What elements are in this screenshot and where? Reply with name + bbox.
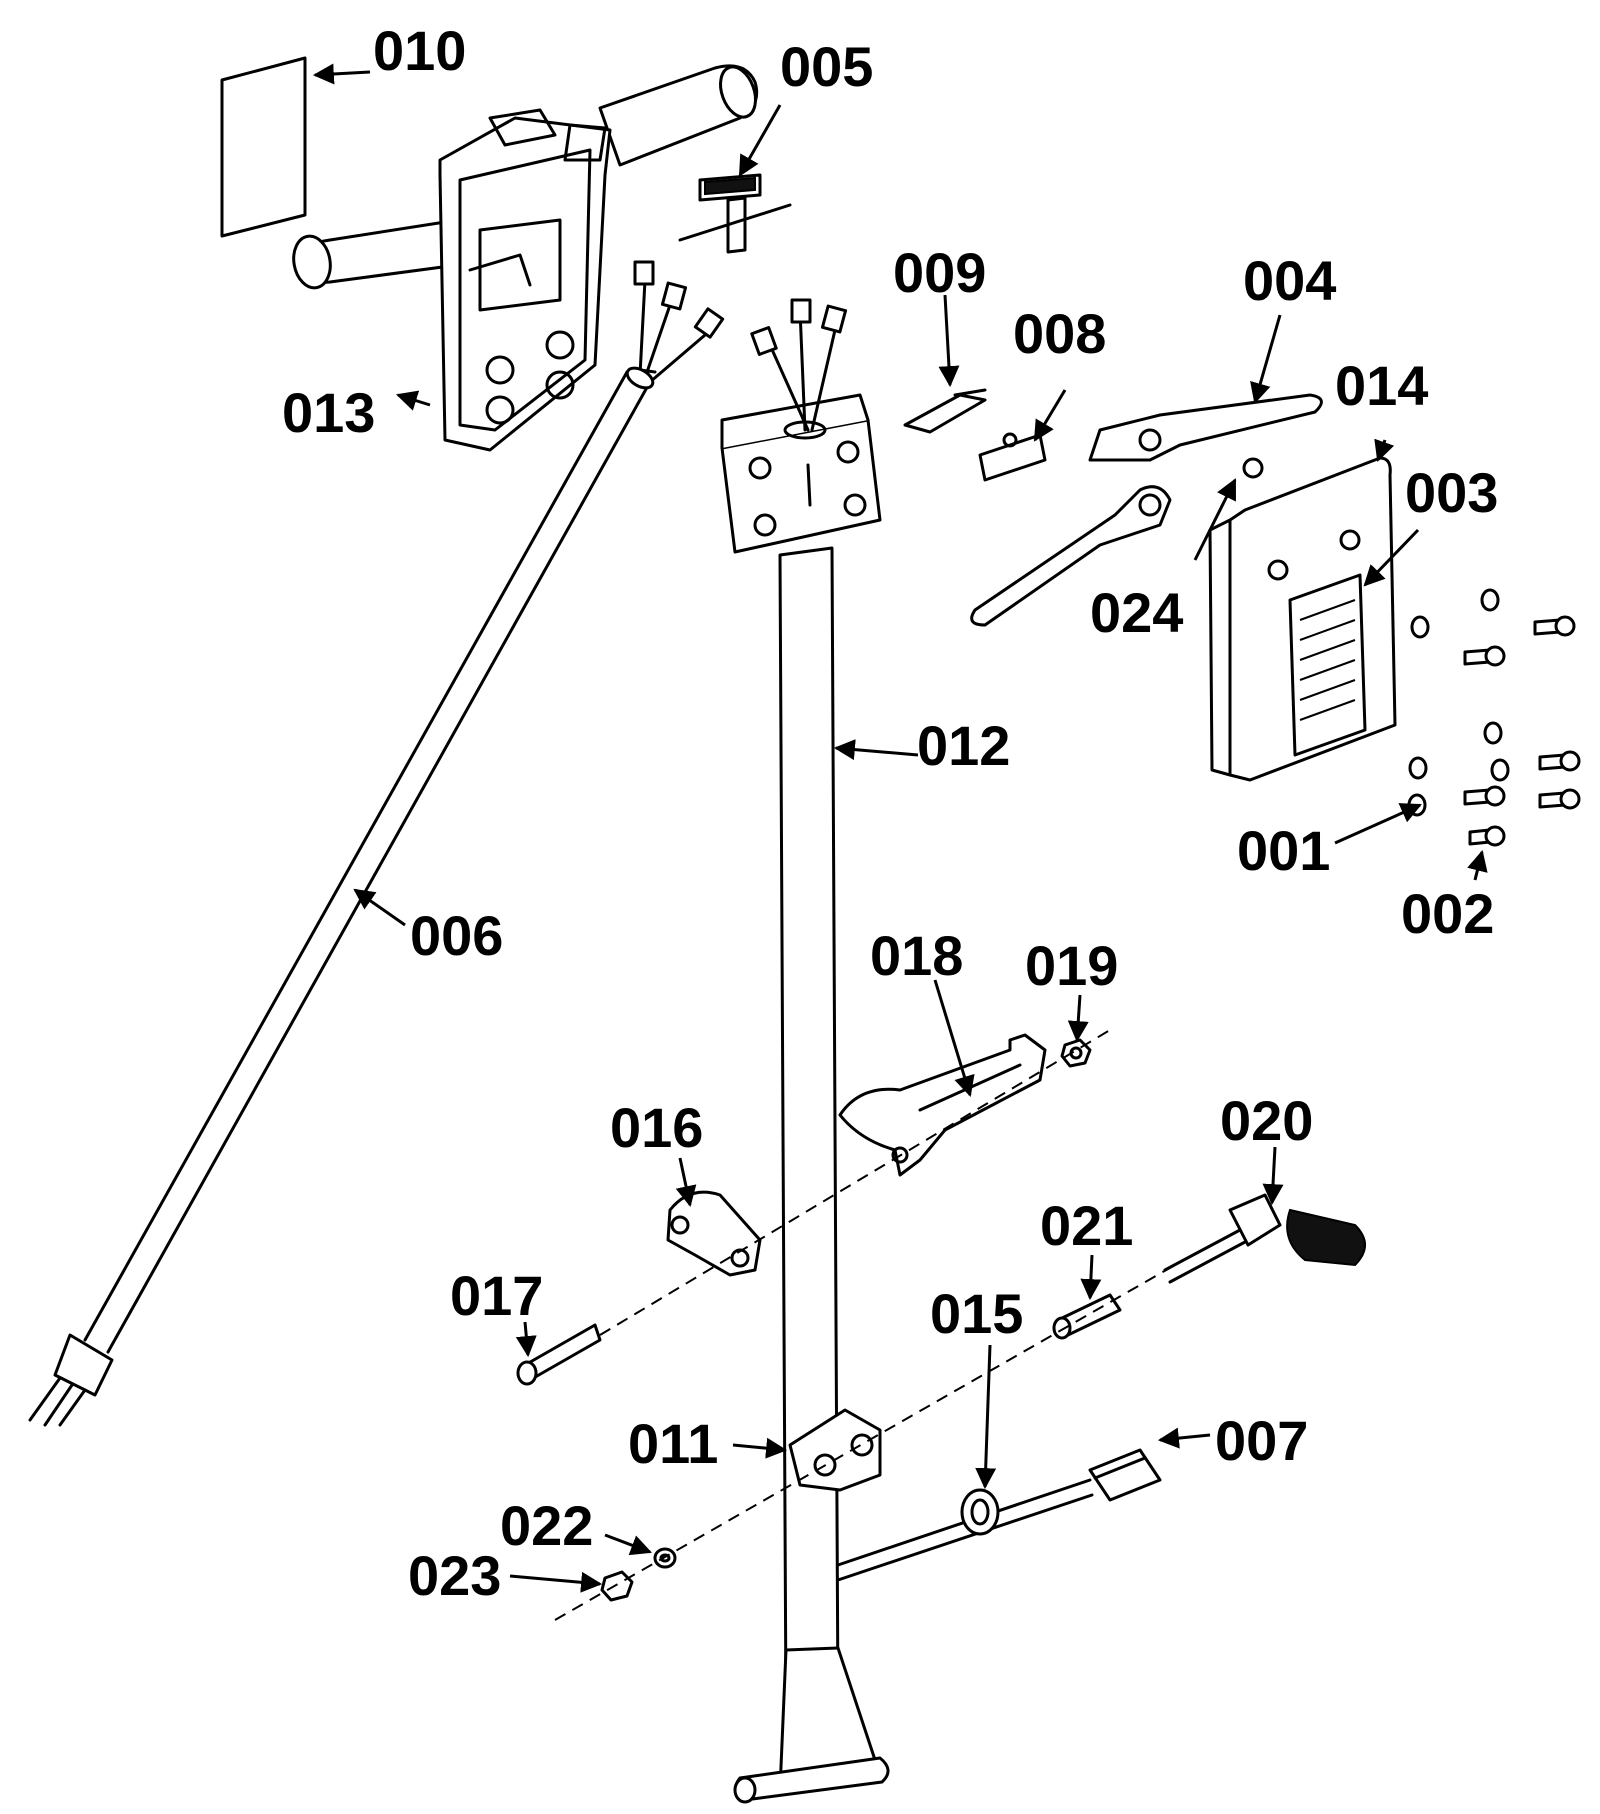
leader-lines	[312, 63, 1488, 1593]
label-012: 012	[917, 714, 1010, 777]
label-002: 002	[1401, 882, 1494, 945]
label-013: 013	[282, 381, 375, 444]
label-019: 019	[1025, 934, 1118, 997]
part-001-washers	[1407, 588, 1510, 817]
label-015: 015	[930, 1282, 1023, 1345]
label-011: 011	[628, 1412, 718, 1475]
part-011-clamp	[788, 1408, 882, 1492]
part-017-bolt	[516, 1323, 602, 1386]
label-008: 008	[1013, 302, 1106, 365]
part-005-switch	[678, 173, 792, 254]
part-004-lever	[1088, 393, 1323, 462]
label-004: 004	[1243, 249, 1336, 312]
label-024: 024	[1090, 581, 1183, 644]
label-021: 021	[1040, 1194, 1133, 1257]
part-labels: 010 005 009 008 004 014 003 024 012 013 …	[282, 19, 1498, 1607]
part-020-pedal	[1163, 1193, 1366, 1284]
label-006: 006	[410, 904, 503, 967]
label-016: 016	[610, 1096, 703, 1159]
label-003: 003	[1405, 461, 1498, 524]
part-009-bracket	[903, 388, 987, 434]
part-015-grommet	[960, 1488, 1000, 1536]
label-001: 001	[1237, 819, 1330, 882]
label-018: 018	[870, 924, 963, 987]
part-016-clamp	[666, 1190, 762, 1277]
label-014: 014	[1335, 354, 1428, 417]
part-021-sleeve	[1052, 1293, 1122, 1340]
part-lower-lever	[970, 485, 1172, 627]
label-007: 007	[1215, 1409, 1308, 1472]
label-023: 023	[408, 1544, 501, 1607]
label-009: 009	[893, 241, 986, 304]
part-023-nut	[600, 1570, 634, 1602]
part-006-power-cord	[28, 366, 655, 1427]
part-010-decal	[220, 56, 307, 238]
part-024-ball	[1242, 457, 1264, 479]
part-008-micro-switch	[978, 432, 1047, 482]
label-020: 020	[1220, 1089, 1313, 1152]
part-007-connector	[1088, 1448, 1162, 1502]
part-wire-leads-upper	[633, 260, 725, 384]
part-018-arm	[838, 1033, 1047, 1177]
part-002-screws	[1463, 615, 1581, 847]
label-005: 005	[780, 35, 873, 98]
label-017: 017	[450, 1264, 543, 1327]
part-014-cover	[1208, 456, 1397, 782]
part-013-handle-housing	[438, 108, 612, 452]
label-022: 022	[500, 1494, 593, 1557]
label-010: 010	[373, 19, 466, 82]
